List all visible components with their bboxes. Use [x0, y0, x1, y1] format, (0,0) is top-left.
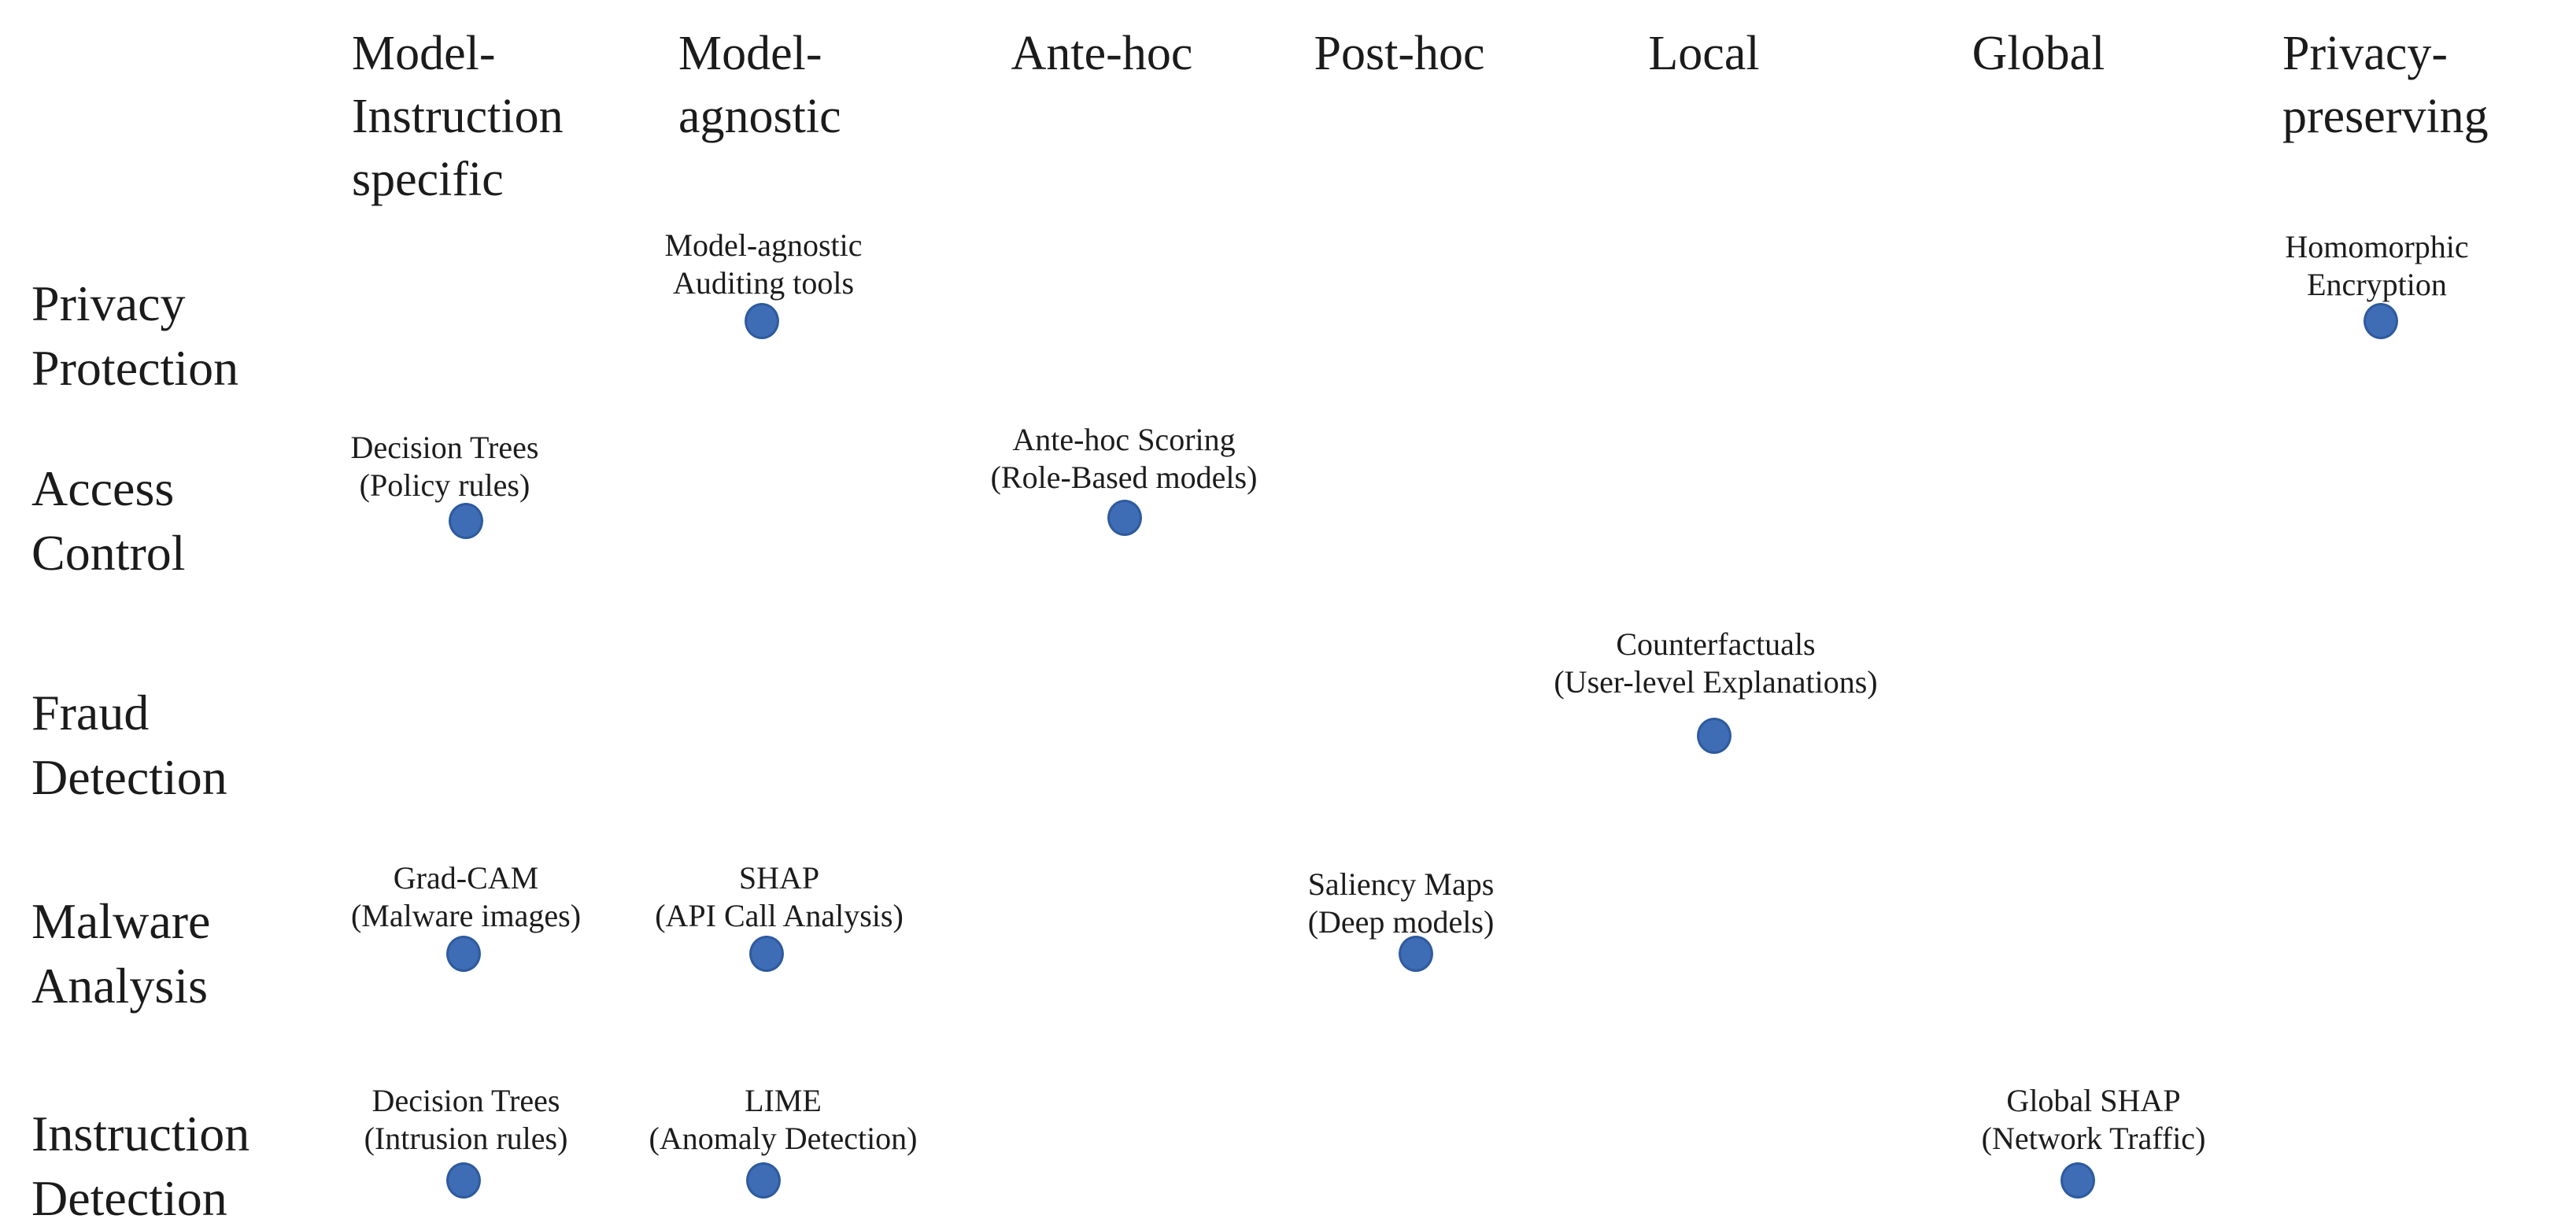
point-label-decision-trees-policy-rules: Decision Trees (Policy rules) — [350, 430, 539, 503]
point-marker-shap-api-call-analysis — [749, 936, 784, 972]
column-header-global: Global — [1972, 27, 2105, 80]
point-marker-grad-cam — [446, 936, 481, 972]
point-label-decision-trees-intrusion-rules: Decision Trees (Intrusion rules) — [364, 1083, 568, 1156]
column-header-model-agnostic: Model- agnostic — [678, 27, 841, 143]
point-label-grad-cam: Grad-CAM (Malware images) — [350, 860, 582, 933]
point-marker-ante-hoc-scoring — [1107, 500, 1142, 536]
point-label-counterfactuals: Counterfactuals (User-level Explanations… — [1554, 626, 1878, 700]
row-label-privacy-protection: Privacy Protection — [31, 275, 239, 396]
column-header-local: Local — [1648, 27, 1760, 80]
row-label-access-control: Access Control — [31, 460, 186, 581]
point-label-homomorphic-encryption: Homomorphic Encryption — [2285, 229, 2469, 302]
row-label-malware-analysis: Malware Analysis — [31, 893, 211, 1014]
point-marker-model-agnostic-auditing-tools — [745, 303, 779, 339]
row-label-fraud-detection: Fraud Detection — [31, 685, 227, 805]
point-marker-homomorphic-encryption — [2363, 303, 2398, 339]
column-header-model-instruction-specific: Model- Instruction specific — [352, 27, 564, 206]
point-label-shap-api-call-analysis: SHAP (API Call Analysis) — [655, 860, 904, 933]
point-label-ante-hoc-scoring: Ante-hoc Scoring (Role-Based models) — [990, 422, 1258, 495]
point-marker-decision-trees-policy-rules — [449, 503, 483, 539]
point-label-model-agnostic-auditing-tools: Model-agnostic Auditing tools — [664, 227, 863, 301]
point-marker-saliency-maps — [1399, 936, 1433, 972]
column-header-privacy-preserving: Privacy- preserving — [2282, 27, 2489, 143]
row-label-instruction-detection: Instruction Detection — [31, 1106, 250, 1226]
column-header-post-hoc: Post-hoc — [1314, 27, 1485, 80]
point-marker-decision-trees-intrusion-rules — [446, 1162, 481, 1199]
point-label-global-shap-network-traffic: Global SHAP (Network Traffic) — [1981, 1083, 2206, 1156]
column-header-ante-hoc: Ante-hoc — [1011, 27, 1193, 80]
point-marker-lime-anomaly-detection — [746, 1162, 781, 1199]
point-label-saliency-maps: Saliency Maps (Deep models) — [1307, 866, 1495, 940]
point-marker-global-shap-network-traffic — [2060, 1162, 2095, 1199]
point-marker-counterfactuals — [1697, 718, 1732, 754]
point-label-lime-anomaly-detection: LIME (Anomaly Detection) — [649, 1083, 918, 1156]
